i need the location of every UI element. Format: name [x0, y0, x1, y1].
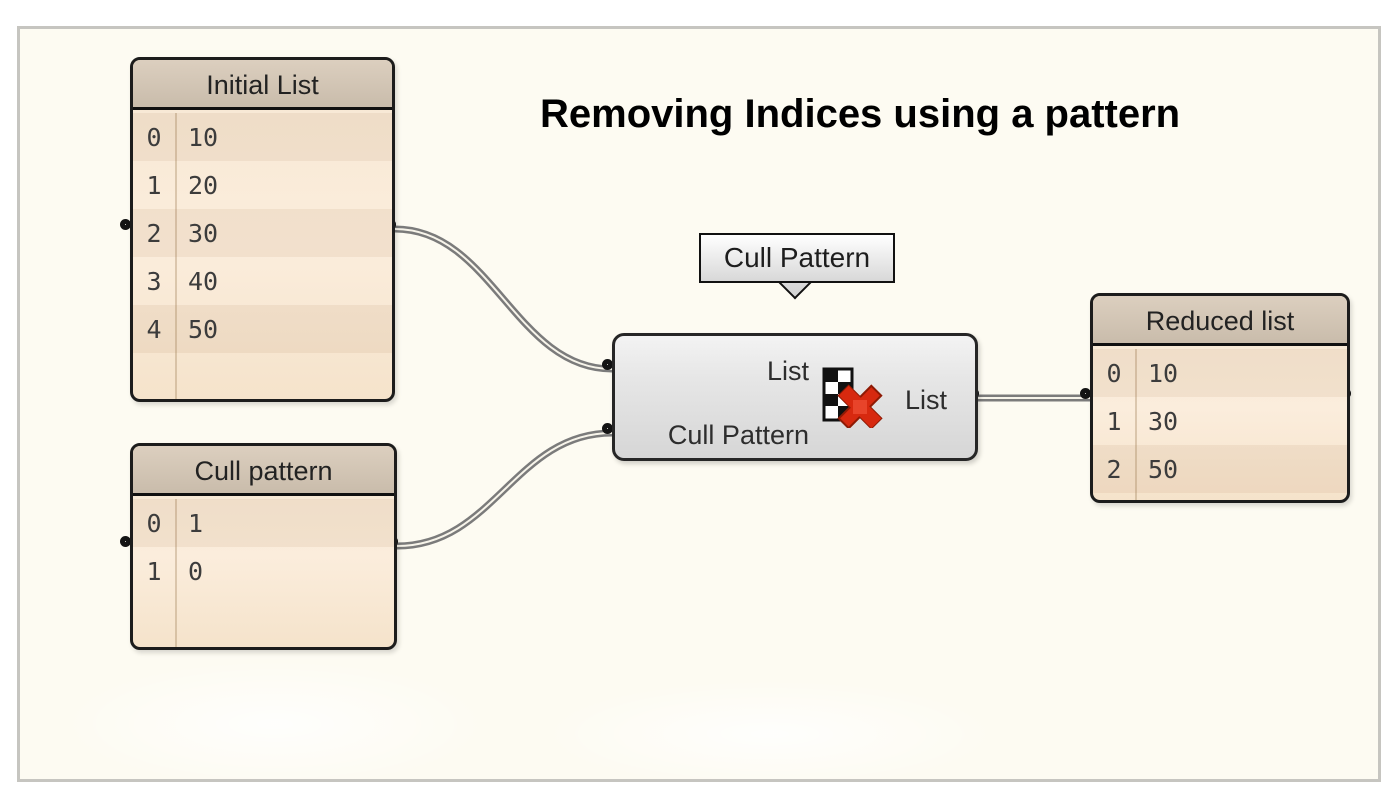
- panel-reduced-list[interactable]: Reduced list 0 10 1 30 2 50: [1090, 293, 1350, 503]
- panel-reduced-list-title: Reduced list: [1093, 296, 1347, 346]
- row-index: 0: [146, 508, 162, 538]
- grip-initial-list-left[interactable]: [120, 219, 131, 230]
- row-value: 30: [188, 218, 219, 248]
- table-row: 1 0: [133, 547, 394, 595]
- row-index: 0: [146, 122, 162, 152]
- tooltip-cull-pattern: Cull Pattern: [699, 233, 895, 283]
- canvas-watermark: [540, 679, 1000, 779]
- grip-cull-pattern-left[interactable]: [120, 536, 131, 547]
- row-value: 40: [188, 266, 219, 296]
- row-index: 0: [1106, 358, 1122, 388]
- table-row: 4 50: [133, 305, 392, 353]
- row-value: 50: [188, 314, 219, 344]
- row-value: 50: [1148, 454, 1179, 484]
- index-column-divider: [1135, 349, 1137, 500]
- row-index: 3: [146, 266, 162, 296]
- row-index: 4: [146, 314, 162, 344]
- row-value: 10: [188, 122, 219, 152]
- row-index: 1: [146, 556, 162, 586]
- input-label-cull-pattern: Cull Pattern: [667, 420, 809, 450]
- table-row: 1 30: [1093, 397, 1347, 445]
- row-value: 20: [188, 170, 219, 200]
- row-index: 1: [1106, 406, 1122, 436]
- table-row: 1 20: [133, 161, 392, 209]
- index-column-divider: [175, 113, 177, 399]
- row-value: 10: [1148, 358, 1179, 388]
- canvas-watermark: [60, 659, 490, 779]
- cull-pattern-icon: [821, 366, 885, 430]
- page-title: Removing Indices using a pattern: [540, 92, 1181, 136]
- row-index: 1: [146, 170, 162, 200]
- row-value: 1: [188, 508, 204, 538]
- row-index: 2: [1106, 454, 1122, 484]
- panel-initial-list-body: 0 10 1 20 2 30 3 40 4 50: [133, 113, 392, 399]
- index-column-divider: [175, 499, 177, 647]
- table-row: 2 30: [133, 209, 392, 257]
- red-x-icon: [837, 384, 883, 430]
- panel-cull-pattern-body: 0 1 1 0: [133, 499, 394, 647]
- table-row: 0 10: [1093, 349, 1347, 397]
- output-label-list: List: [905, 385, 948, 415]
- panel-initial-list-title: Initial List: [133, 60, 392, 110]
- panel-cull-pattern[interactable]: Cull pattern 0 1 1 0: [130, 443, 397, 650]
- panel-cull-pattern-title: Cull pattern: [133, 446, 394, 496]
- row-value: 30: [1148, 406, 1179, 436]
- table-row: 0 1: [133, 499, 394, 547]
- row-index: 2: [146, 218, 162, 248]
- table-row: 3 40: [133, 257, 392, 305]
- input-label-list: List: [766, 356, 809, 386]
- table-row: 0 10: [133, 113, 392, 161]
- panel-reduced-list-body: 0 10 1 30 2 50: [1093, 349, 1347, 500]
- table-row: 2 50: [1093, 445, 1347, 493]
- component-cull-pattern[interactable]: List Cull Pattern List: [612, 333, 978, 461]
- panel-initial-list[interactable]: Initial List 0 10 1 20 2 30 3 40 4 50: [130, 57, 395, 402]
- row-value: 0: [188, 556, 204, 586]
